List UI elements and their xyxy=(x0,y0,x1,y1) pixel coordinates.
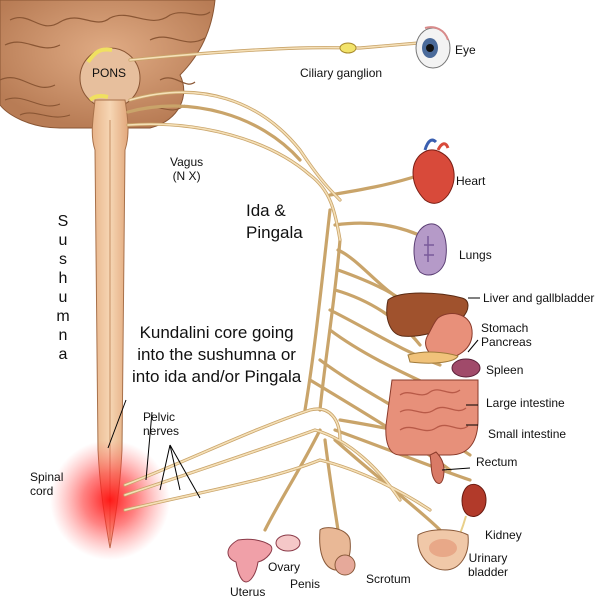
penis-label: Penis xyxy=(290,577,321,591)
kundalini-glow xyxy=(50,440,170,560)
spinal-cord-label: Spinal cord xyxy=(30,470,64,498)
pancreas-organ xyxy=(407,351,459,364)
liver-label: Liver and gallbladder xyxy=(483,291,595,305)
large-intestine-label: Large intestine xyxy=(486,396,565,410)
kidney-organ xyxy=(461,483,487,517)
urinary-bladder-label: Urinary bladder xyxy=(468,551,509,579)
kundalini-label: Kundalini core going into the sushumna o… xyxy=(132,323,302,386)
ida-pingala-label: Ida & Pingala xyxy=(246,201,303,242)
heart-organ xyxy=(412,138,455,204)
eye-organ xyxy=(415,26,451,69)
vagus-label: Vagus (N X) xyxy=(170,155,204,183)
spleen-label: Spleen xyxy=(486,363,524,377)
male-organ xyxy=(319,527,356,576)
pons-label: PONS xyxy=(92,66,127,80)
stomach-label: Stomach xyxy=(481,321,529,335)
sushumna-label: Sushumna xyxy=(56,213,70,363)
heart-label: Heart xyxy=(456,174,486,188)
rectum-organ xyxy=(429,451,445,484)
pancreas-label: Pancreas xyxy=(481,335,532,349)
rectum-label: Rectum xyxy=(476,455,518,469)
uterus-organ xyxy=(227,534,301,583)
ovary-label: Ovary xyxy=(268,560,301,574)
eye-label: Eye xyxy=(455,43,476,57)
kidney-label: Kidney xyxy=(485,528,522,542)
pelvic-nerves-label: Pelvic nerves xyxy=(143,410,180,438)
intestines-organ xyxy=(385,379,479,456)
small-intestine-label: Small intestine xyxy=(488,427,567,441)
ciliary-ganglion-label: Ciliary ganglion xyxy=(300,66,383,80)
ciliary-ganglion-shape xyxy=(339,42,357,54)
lungs-organ xyxy=(413,223,447,276)
scrotum-label: Scrotum xyxy=(366,572,411,586)
brain xyxy=(0,0,216,129)
spleen-organ xyxy=(451,358,481,378)
uterus-label: Uterus xyxy=(230,585,266,599)
lungs-label: Lungs xyxy=(459,248,492,262)
